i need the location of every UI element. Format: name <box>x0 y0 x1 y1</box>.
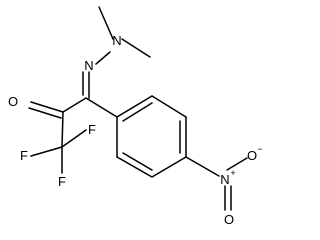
bond-c1-ring <box>85 97 118 118</box>
ring-bond-2 <box>151 95 187 118</box>
structure-diagram: N N O F F F N + O − O <box>8 6 263 227</box>
bond-n2-methyl-right <box>121 38 151 58</box>
ring-inner-bond-3 <box>122 152 153 171</box>
bond-c2-o-double-a <box>30 101 64 113</box>
atom-label-fluorine-3: F <box>58 174 66 189</box>
atom-label-carbonyl-oxygen: O <box>8 94 18 109</box>
atom-label-nitro-oxygen-top: O <box>247 148 257 163</box>
atom-label-fluorine-2: F <box>20 148 28 163</box>
bond-c2-o-double-b <box>28 107 62 119</box>
atom-label-nitro-nitrogen: N <box>220 172 229 187</box>
atom-label-hydrazone-n1: N <box>84 58 93 73</box>
ring-bond-1 <box>116 95 153 118</box>
bonds <box>28 6 248 211</box>
ring-bond-5 <box>116 156 153 178</box>
atom-label-fluorine-1: F <box>88 122 96 137</box>
bond-nitro-o-top <box>226 157 248 171</box>
bond-c2-cf3 <box>61 111 64 148</box>
atom-label-hydrazone-n2: N <box>112 33 121 48</box>
atom-label-nitro-oxygen-bottom: O <box>224 212 234 227</box>
ring-bond-4 <box>151 156 187 178</box>
bond-c-f1 <box>61 129 87 148</box>
ring-inner-bond-1 <box>122 102 153 122</box>
bond-n2-methyl-left <box>98 6 114 40</box>
bond-c-f2 <box>30 146 63 157</box>
bond-c1-c2 <box>62 97 87 113</box>
bond-ring-nitro <box>185 156 220 177</box>
atom-labels: N N O F F F N + O − O <box>8 33 263 227</box>
nitro-nitrogen-charge: + <box>230 168 235 178</box>
bond-n1-n2 <box>95 51 111 65</box>
nitro-oxygen-top-charge: − <box>257 144 262 154</box>
